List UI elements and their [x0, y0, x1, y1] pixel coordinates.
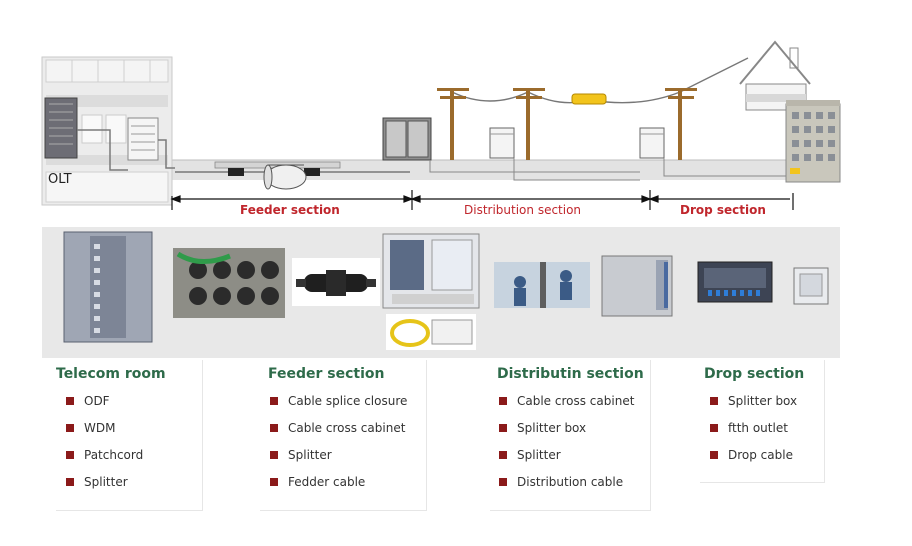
apartment-building-icon — [785, 100, 841, 183]
olt-rack-icon — [44, 97, 78, 159]
item-label: Splitter — [84, 475, 128, 489]
aerial-splice-closure-icon — [571, 93, 607, 105]
bullet-icon — [499, 478, 507, 486]
category-drop-section: Drop section Splitter box ftth outlet Dr… — [704, 366, 804, 475]
plc-splitter-photo — [386, 314, 476, 350]
item-label: Drop cable — [728, 448, 793, 462]
category-distribution-section: Distributin section Cable cross cabinet … — [497, 366, 644, 502]
bullet-icon — [499, 397, 507, 405]
list-item: Drop cable — [710, 448, 804, 475]
section-arrows — [170, 190, 794, 210]
cable-duct-photo — [173, 248, 285, 318]
utility-pole-icon — [437, 88, 469, 160]
bullet-icon — [270, 478, 278, 486]
item-label: WDM — [84, 421, 116, 435]
drop-section-label: Drop section — [680, 203, 766, 217]
feeder-section-label: Feeder section — [240, 203, 340, 217]
bullet-icon — [270, 451, 278, 459]
category-telecom-room: Telecom room ODF WDM Patchcord Splitter — [56, 366, 166, 502]
cross-cabinet-icon — [382, 117, 432, 161]
ftth-outlet-photo — [793, 267, 829, 305]
bullet-icon — [710, 451, 718, 459]
cross-cabinet-photo — [382, 233, 480, 309]
item-label: Cable splice closure — [288, 394, 408, 408]
list-item: Splitter — [270, 448, 407, 475]
odf-cabinet-photo — [63, 231, 153, 343]
list-item: Splitter — [66, 475, 166, 502]
item-label: Patchcord — [84, 448, 144, 462]
item-label: Fedder cable — [288, 475, 366, 489]
list-item: WDM — [66, 421, 166, 448]
splice-closure-icon — [263, 164, 307, 190]
list-item: Distribution cable — [499, 475, 644, 502]
category-feeder-section: Feeder section Cable splice closure Cabl… — [268, 366, 407, 502]
utility-pole-icon — [665, 88, 697, 160]
item-label: Splitter — [517, 448, 561, 462]
category-frame — [56, 360, 203, 511]
list-item: Cable cross cabinet — [270, 421, 407, 448]
item-label: Splitter — [288, 448, 332, 462]
item-label: ftth outlet — [728, 421, 788, 435]
utility-pole-icon — [513, 88, 545, 160]
item-label: Splitter box — [728, 394, 798, 408]
splitter-box-icon — [489, 127, 515, 159]
cable-cross-box-photo — [601, 255, 673, 317]
bullet-icon — [66, 397, 74, 405]
category-title: Drop section — [704, 366, 805, 382]
list-item: Patchcord — [66, 448, 166, 475]
bullet-icon — [710, 397, 718, 405]
list-item: Splitter — [499, 448, 644, 475]
item-label: ODF — [84, 394, 110, 408]
item-label: Distribution cable — [517, 475, 624, 489]
list-item: Splitter box — [499, 421, 644, 448]
category-frame — [700, 360, 825, 483]
pole-installation-photo — [494, 262, 590, 308]
list-item: Splitter box — [710, 394, 804, 421]
rack-splitter-box-photo — [697, 261, 773, 303]
bullet-icon — [710, 424, 718, 432]
list-item: ftth outlet — [710, 421, 804, 448]
category-frame — [490, 360, 651, 511]
list-item: ODF — [66, 394, 166, 421]
category-title: Feeder section — [268, 366, 385, 382]
bullet-icon — [499, 451, 507, 459]
splitter-box-icon — [639, 127, 665, 159]
list-item: Cable cross cabinet — [499, 394, 644, 421]
item-label: Cable cross cabinet — [517, 394, 635, 408]
bullet-icon — [66, 451, 74, 459]
category-title: Telecom room — [56, 366, 166, 382]
olt-label: OLT — [48, 172, 72, 187]
list-item: Fedder cable — [270, 475, 407, 502]
bullet-icon — [499, 424, 507, 432]
odf-panel-icon — [127, 117, 159, 161]
category-title: Distributin section — [497, 366, 644, 382]
bullet-icon — [66, 478, 74, 486]
distribution-section-label: Distribution section — [464, 203, 582, 217]
item-label: Cable cross cabinet — [288, 421, 406, 435]
category-frame — [260, 360, 427, 511]
splice-closure-photo — [292, 258, 380, 306]
bullet-icon — [66, 424, 74, 432]
bullet-icon — [270, 424, 278, 432]
bullet-icon — [270, 397, 278, 405]
list-item: Cable splice closure — [270, 394, 407, 421]
item-label: Splitter box — [517, 421, 587, 435]
